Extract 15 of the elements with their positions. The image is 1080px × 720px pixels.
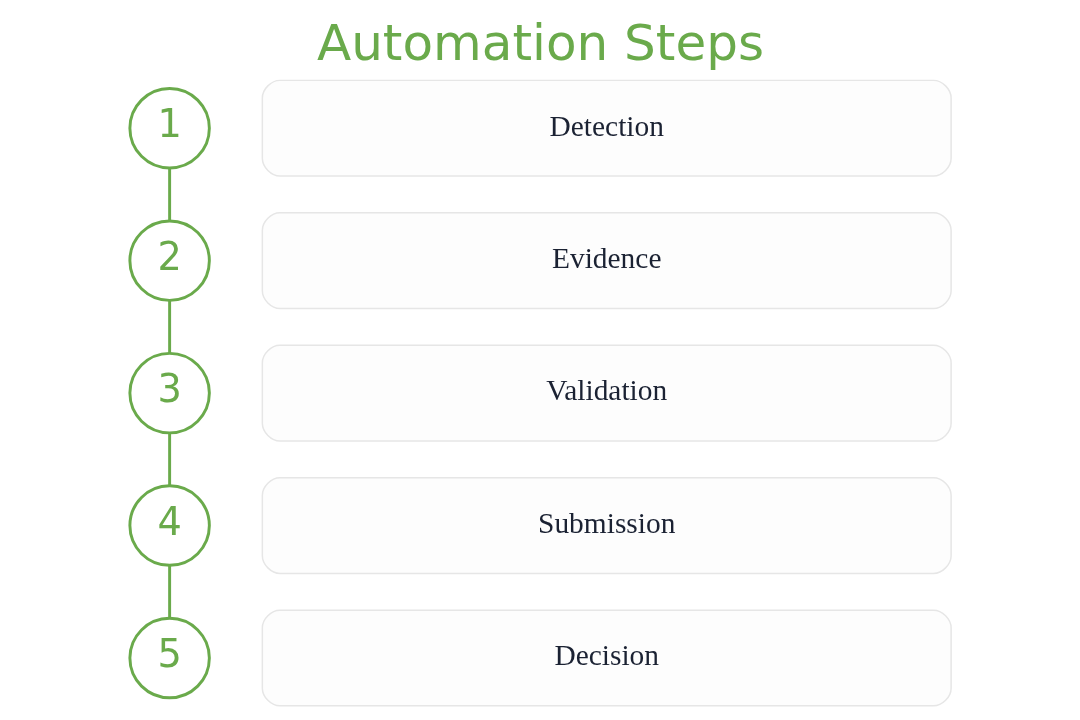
connector: [167, 168, 171, 221]
node-circle: 5: [127, 616, 211, 700]
node-box: Evidence: [261, 212, 952, 310]
connector: [167, 301, 171, 354]
node-box: Submission: [261, 477, 952, 575]
diagram-title: Automation Steps: [316, 14, 764, 73]
node-circle: 4: [127, 484, 211, 567]
node-box: Decision: [261, 609, 952, 707]
node-circle: 3: [127, 351, 211, 435]
node-box: Detection: [261, 79, 952, 177]
node-circle: 1: [127, 87, 211, 170]
connector: [167, 433, 171, 486]
node-box: Validation: [261, 344, 952, 442]
connector: [167, 565, 171, 619]
node-circle: 2: [127, 219, 211, 302]
